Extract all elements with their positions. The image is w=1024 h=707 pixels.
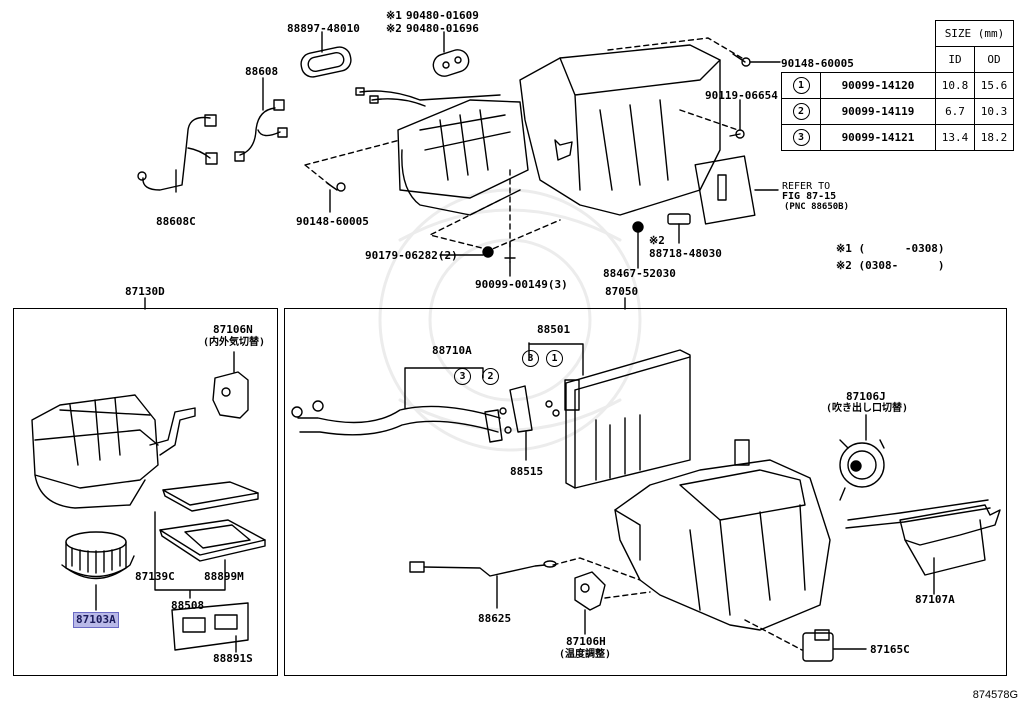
circled-number-3-evap: 3: [522, 350, 539, 367]
sensor-88625: [409, 560, 557, 609]
part-label-88467-52030[interactable]: 88467-52030: [603, 267, 676, 280]
table-row: 1 90099-14120 10.8 15.6: [781, 72, 1014, 99]
row-od: 10.3: [974, 98, 1014, 125]
row-part-number[interactable]: 90099-14121: [820, 124, 936, 151]
wire-harness-88608c: [137, 114, 218, 193]
o-ring-size-table: SIZE (mm) ID OD 1 90099-14120 10.8 15.6 …: [781, 20, 1014, 151]
part-label-87106h[interactable]: 87106H: [566, 635, 606, 648]
expansion-valve-88515: [509, 385, 533, 461]
grommet-88897: [300, 31, 352, 78]
refer-line-1: REFER TO: [782, 181, 831, 192]
date-legend-1: ※1 ( -0308): [836, 242, 945, 255]
table-row: 3 90099-14121 13.4 18.2: [781, 124, 1014, 151]
refer-line-3: (PNC 88650B): [784, 202, 850, 212]
part-label-90119-06654[interactable]: 90119-06654: [705, 89, 778, 102]
part-label-88891s[interactable]: 88891S: [213, 652, 253, 665]
size-header: SIZE (mm): [935, 20, 1014, 47]
row-id: 6.7: [935, 98, 975, 125]
mode-servo-87106j: [839, 414, 885, 501]
part-label-87107a[interactable]: 87107A: [915, 593, 955, 606]
circled-number-2-pipe: 2: [482, 368, 499, 385]
part-label-87165c[interactable]: 87165C: [870, 643, 910, 656]
part-label-88515[interactable]: 88515: [510, 465, 544, 478]
part-label-87139c[interactable]: 87139C: [135, 570, 175, 583]
part-label-90148-60005-left[interactable]: 90148-60005: [296, 215, 369, 228]
table-corner-blank-2: [782, 47, 936, 73]
part-label-88608[interactable]: 88608: [245, 65, 279, 78]
row-part-number[interactable]: 90099-14119: [820, 98, 936, 125]
circled-number-3: 3: [792, 129, 810, 146]
col-od-header: OD: [974, 46, 1014, 73]
note-mark-1: ※1: [386, 9, 402, 22]
part-label-88710a[interactable]: 88710A: [432, 344, 472, 357]
refer-line-2[interactable]: FIG 87-15: [782, 191, 837, 202]
right-group-box: [284, 308, 1007, 676]
part-label-90179-06282[interactable]: 90179-06282(2): [365, 249, 458, 262]
evaporator-87050: [564, 349, 691, 489]
table-corner-blank: [782, 21, 936, 47]
group-label-87130d[interactable]: 87130D: [125, 285, 165, 298]
part-label-90480-01696[interactable]: 90480-01696: [406, 22, 479, 35]
heater-core-87107a: [845, 499, 1001, 595]
row-od: 15.6: [974, 72, 1014, 99]
bracket-88508: [154, 511, 226, 599]
part-label-88897-48010[interactable]: 88897-48010: [287, 22, 360, 35]
filter-88899m: [159, 481, 266, 562]
circled-number-3-pipe: 3: [454, 368, 471, 385]
table-row: 2 90099-14119 6.7 10.3: [781, 98, 1014, 125]
part-label-90148-60005-right[interactable]: 90148-60005: [781, 57, 854, 70]
wire-harness-88608: [234, 77, 288, 162]
row-id: 10.8: [935, 72, 975, 99]
circled-number-1: 1: [792, 77, 810, 94]
note-mark-88718: ※2: [649, 234, 665, 247]
hvac-unit-top: [355, 44, 779, 269]
temp-servo-87106h: [574, 571, 606, 635]
col-id-header: ID: [935, 46, 975, 73]
part-desc-87106n: (内外気切替): [203, 337, 266, 348]
grommet-90480: [432, 31, 470, 77]
actuator-87165c: [802, 629, 867, 662]
left-group-box: [13, 308, 278, 676]
blower-motor: [61, 531, 135, 611]
part-label-88899m[interactable]: 88899M: [204, 570, 244, 583]
circled-number-2: 2: [792, 103, 810, 120]
figure-id: 874578G: [972, 689, 1018, 701]
part-desc-87106j: (吹き出し口切替): [826, 403, 909, 414]
part-label-88508[interactable]: 88508: [171, 599, 205, 612]
part-label-87106j[interactable]: 87106J: [846, 390, 886, 403]
part-label-87106n[interactable]: 87106N: [213, 323, 253, 336]
dashed-guides-bottom: [552, 557, 803, 651]
blower-case: [31, 394, 196, 509]
note-mark-2: ※2: [386, 22, 402, 35]
mode-servo-87106n: [212, 351, 249, 419]
part-label-88501[interactable]: 88501: [537, 323, 571, 336]
cover-88891s: [171, 602, 249, 653]
dashed-guides-top: [304, 37, 743, 251]
date-legend-2: ※2 (0308- ): [836, 259, 945, 272]
part-desc-87106h: (温度調整): [559, 649, 612, 660]
part-label-88608c[interactable]: 88608C: [156, 215, 196, 228]
part-label-87103a-highlighted[interactable]: 87103A: [73, 612, 119, 628]
row-part-number[interactable]: 90099-14120: [820, 72, 936, 99]
row-od: 18.2: [974, 124, 1014, 151]
bolts-top: [326, 53, 781, 277]
part-label-88625[interactable]: 88625: [478, 612, 512, 625]
part-label-90099-00149[interactable]: 90099-00149(3): [475, 278, 568, 291]
group-label-87050[interactable]: 87050: [605, 285, 639, 298]
part-label-90480-01609[interactable]: 90480-01609: [406, 9, 479, 22]
circled-number-1-evap: 1: [546, 350, 563, 367]
row-id: 13.4: [935, 124, 975, 151]
part-label-88718-48030[interactable]: 88718-48030: [649, 247, 722, 260]
